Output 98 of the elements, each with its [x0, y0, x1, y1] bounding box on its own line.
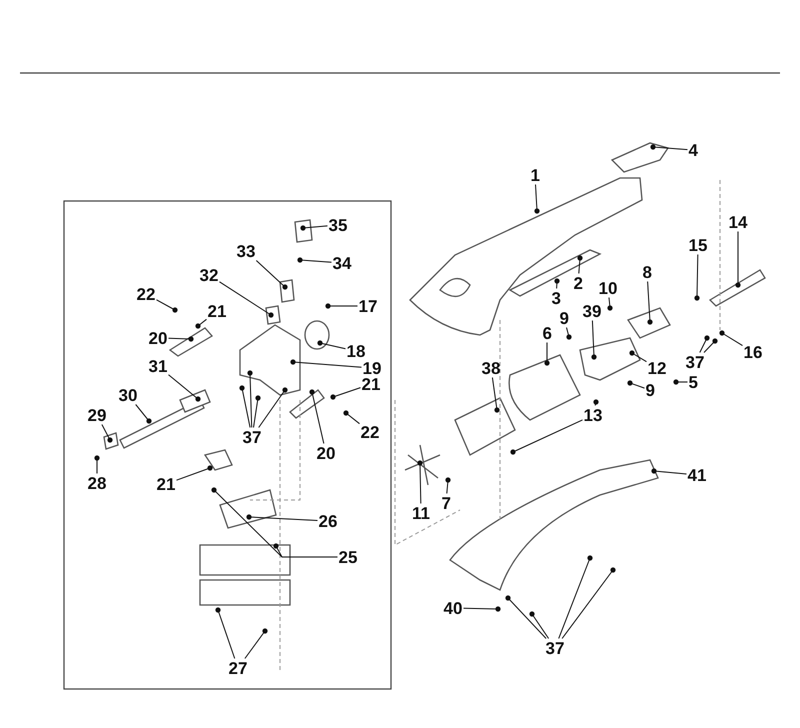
callout-number: 21 — [206, 302, 228, 320]
leader-line — [417, 460, 423, 504]
leader-line — [694, 254, 700, 301]
leader-line — [544, 342, 550, 366]
callout-number: 15 — [688, 236, 708, 254]
callout-number: 37 — [684, 352, 706, 372]
leader-line — [673, 379, 688, 385]
callout-number: 9 — [558, 308, 570, 328]
leader-line — [719, 330, 743, 346]
leader-line — [510, 419, 583, 455]
leader-line — [735, 231, 741, 288]
leader-line — [534, 184, 540, 214]
leader-line — [505, 595, 547, 639]
callout-number: 31 — [148, 356, 168, 376]
callout-number: 17 — [358, 296, 378, 316]
callout-number: 20 — [316, 444, 336, 462]
leader-line — [246, 514, 318, 521]
leader-line — [300, 225, 328, 231]
callout-number: 1 — [530, 166, 541, 184]
leader-line — [607, 297, 613, 311]
leader-line — [253, 395, 261, 428]
callout-number: 25 — [338, 548, 358, 566]
leader-line — [566, 327, 572, 340]
leader-line — [168, 336, 194, 342]
leader-line — [463, 606, 501, 612]
callout-number: 28 — [86, 474, 108, 492]
callout-number: 16 — [742, 342, 764, 362]
callout-number: 10 — [598, 278, 618, 298]
callout-number: 2 — [572, 274, 584, 292]
leader-line — [577, 255, 583, 274]
leader-line — [699, 335, 710, 353]
callout-number: 37 — [242, 428, 262, 446]
callout-number: 18 — [346, 342, 366, 360]
leader-line — [256, 260, 288, 290]
callout-number: 32 — [198, 266, 220, 284]
leader-line — [94, 455, 100, 474]
leader-line — [647, 281, 653, 325]
leader-line — [529, 611, 550, 639]
callout-number: 6 — [542, 324, 553, 342]
leader-line — [317, 340, 346, 350]
leader-line — [325, 303, 358, 309]
leader-line — [297, 257, 332, 263]
leader-line — [258, 387, 288, 428]
callout-number: 12 — [646, 358, 668, 378]
leader-line — [591, 320, 597, 360]
callout-number: 7 — [440, 494, 452, 512]
callout-number: 22 — [360, 422, 380, 442]
callout-number: 34 — [332, 254, 352, 272]
callout-number: 30 — [118, 386, 138, 404]
callout-number: 40 — [442, 598, 464, 618]
leader-line — [195, 318, 207, 329]
callout-number: 21 — [360, 374, 382, 394]
callout-number: 21 — [156, 474, 176, 494]
callout-number: 11 — [411, 504, 431, 522]
leader-line — [554, 278, 560, 289]
leader-line — [558, 555, 593, 639]
callout-number: 38 — [480, 358, 502, 378]
callout-number: 5 — [688, 372, 699, 392]
leader-line — [244, 628, 268, 659]
callout-number: 37 — [544, 638, 566, 658]
leader-line — [651, 468, 687, 474]
leader-line — [135, 404, 152, 424]
callout-number: 35 — [328, 216, 348, 234]
leader-line — [343, 410, 360, 424]
callout-number: 3 — [550, 288, 562, 308]
callout-number: 14 — [728, 212, 748, 232]
leader-line — [562, 567, 616, 639]
leader-line — [176, 465, 213, 481]
callout-number: 39 — [582, 302, 602, 320]
callout-number: 19 — [362, 358, 382, 378]
leader-line — [168, 374, 201, 402]
leader-line — [309, 389, 324, 444]
callout-number: 26 — [318, 512, 338, 530]
callout-number: 33 — [236, 242, 256, 260]
leader-line — [219, 281, 274, 318]
callout-number: 20 — [148, 328, 168, 348]
callout-number: 27 — [228, 658, 248, 678]
leader-line — [247, 370, 253, 428]
leader-line — [156, 299, 178, 313]
leader-line — [445, 477, 451, 494]
leader-line — [627, 380, 645, 389]
leader-line — [492, 377, 500, 413]
callout-number: 29 — [86, 406, 108, 424]
leader-line — [215, 607, 236, 659]
callout-number: 4 — [688, 140, 699, 160]
leader-line — [239, 385, 251, 428]
callout-number: 8 — [642, 262, 653, 282]
callout-number: 22 — [136, 284, 156, 304]
callout-number: 13 — [582, 406, 604, 424]
leader-line — [629, 350, 647, 362]
leader-line — [704, 338, 718, 353]
callout-number: 41 — [686, 466, 708, 484]
leader-line — [593, 399, 599, 406]
leader-line — [650, 144, 688, 150]
callout-number: 9 — [644, 380, 656, 400]
leader-line — [290, 359, 362, 368]
leader-line — [101, 424, 113, 443]
leader-line — [330, 387, 361, 400]
